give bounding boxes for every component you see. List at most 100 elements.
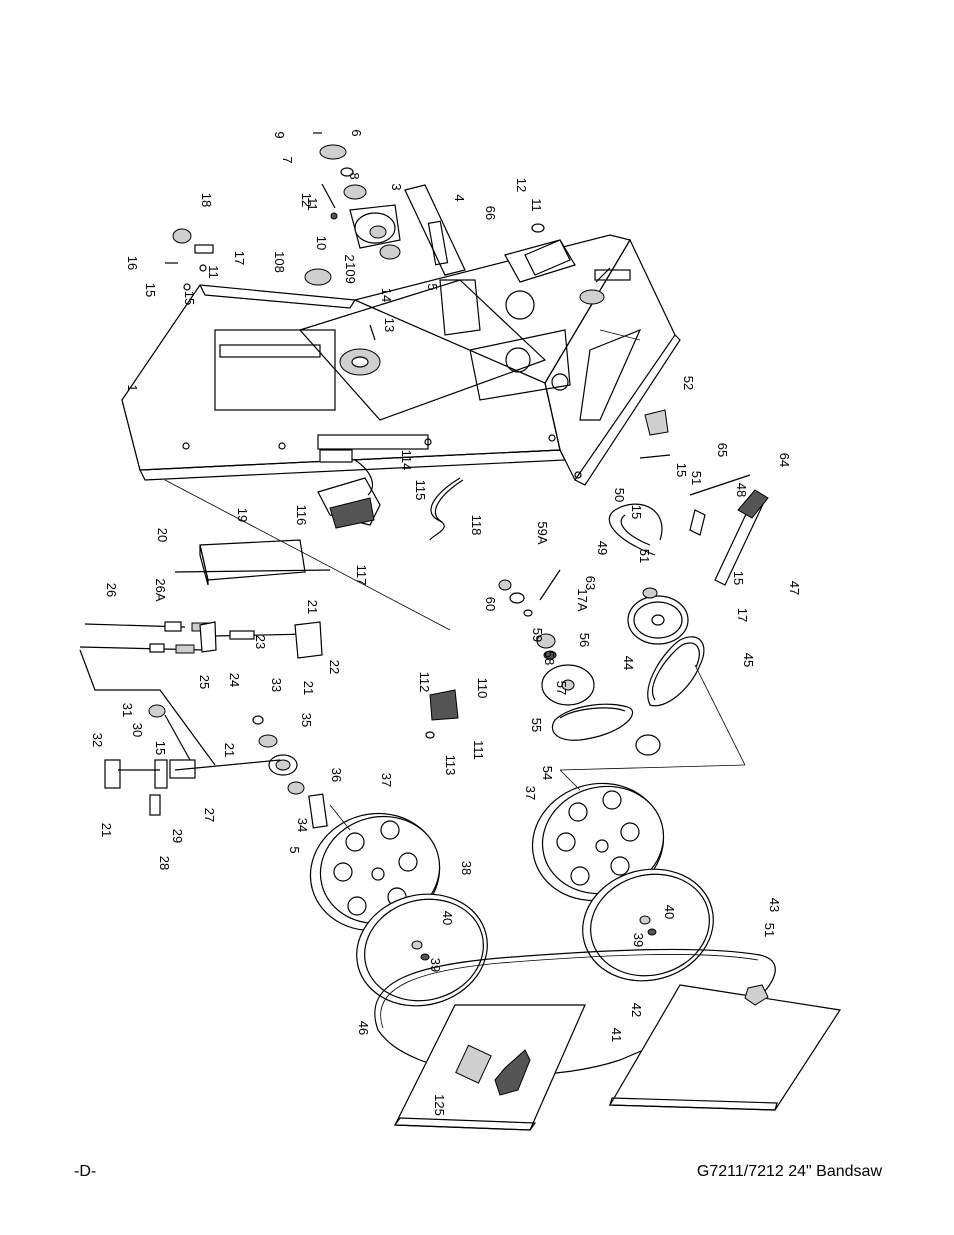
callout-59: 59: [530, 628, 545, 642]
callout-9: 9: [272, 131, 287, 138]
callout-47: 47: [787, 581, 802, 595]
callout-116: 116: [294, 505, 309, 526]
bracket-66: [504, 223, 576, 283]
callout-5: 5: [287, 846, 302, 853]
callout-15: 15: [143, 283, 158, 297]
callout-40: 40: [662, 905, 677, 919]
callout-125: 125: [432, 1094, 447, 1116]
callout-64: 64: [777, 453, 792, 467]
callout-29: 29: [170, 829, 185, 843]
callout-112: 112: [417, 672, 432, 693]
linkage-22: [199, 621, 323, 659]
callout-26A: 26A: [153, 578, 168, 601]
tire-38-upper: [356, 893, 488, 1007]
door-42: [608, 984, 842, 1111]
callout-38: 38: [459, 861, 474, 875]
tire-38-lower: [582, 868, 714, 982]
callout-46: 46: [356, 1021, 371, 1035]
lower-left-assembly: [79, 649, 328, 829]
callout-41: 41: [609, 1028, 624, 1042]
callout-63: 63: [583, 576, 598, 590]
callout-15: 15: [674, 463, 689, 477]
callout-55: 55: [529, 718, 544, 732]
callout-6: 6: [349, 129, 364, 136]
callout-11: 11: [529, 198, 544, 212]
bracket-111: [425, 689, 459, 739]
callout-37: 37: [523, 786, 538, 800]
callout-17: 17: [232, 251, 247, 265]
callout-30: 30: [130, 723, 145, 737]
callout-110: 110: [475, 678, 490, 699]
callout-117: 117: [354, 565, 369, 586]
callout-59A: 59A: [535, 521, 550, 544]
callout-4: 4: [452, 194, 467, 201]
callout-32: 32: [90, 733, 105, 747]
callout-56: 56: [577, 633, 592, 647]
callout-45: 45: [741, 653, 756, 667]
callout-12: 12: [299, 193, 314, 207]
callout-115: 115: [413, 480, 428, 501]
callout-34: 34: [295, 818, 310, 832]
callout-52: 52: [681, 376, 696, 390]
callout-labels: 1234556789101111111212131415151515151516…: [90, 129, 802, 1115]
callout-42: 42: [629, 1003, 644, 1017]
callout-18: 18: [199, 193, 214, 207]
callout-15: 15: [731, 571, 746, 585]
callout-15: 15: [153, 741, 168, 755]
callout-51: 51: [689, 471, 704, 485]
callout-11: 11: [305, 197, 320, 211]
callout-8: 8: [347, 172, 362, 179]
callout-49: 49: [595, 541, 610, 555]
motor-116: [317, 449, 381, 529]
callout-7: 7: [280, 156, 295, 163]
callout-51: 51: [762, 923, 777, 937]
callout-39: 39: [631, 933, 646, 947]
callout-24: 24: [227, 673, 242, 687]
callout-20: 20: [155, 528, 170, 542]
callout-36: 36: [329, 768, 344, 782]
callout-15: 15: [629, 505, 644, 519]
knob-52: [644, 409, 669, 436]
callout-23: 23: [253, 635, 268, 649]
motor-pulley-assembly: [498, 454, 769, 756]
callout-65: 65: [715, 443, 730, 457]
callout-13: 13: [382, 318, 397, 332]
callout-118: 118: [469, 515, 484, 536]
callout-37: 37: [379, 773, 394, 787]
page-number: -D-: [74, 1163, 97, 1180]
callout-57: 57: [554, 681, 569, 695]
callout-5: 5: [425, 283, 440, 290]
callout-113: 113: [443, 755, 458, 776]
leader-lines: [164, 479, 746, 831]
callout-19: 19: [235, 508, 250, 522]
callout-58: 58: [542, 651, 557, 665]
callout-15: 15: [182, 291, 197, 305]
callout-40: 40: [440, 911, 455, 925]
callout-54: 54: [540, 766, 555, 780]
callout-48: 48: [734, 483, 749, 497]
upper-shaft-assembly: [313, 132, 466, 276]
callout-35: 35: [299, 713, 314, 727]
callout-108: 108: [272, 251, 287, 273]
cabinet-frame: [121, 234, 681, 486]
door-41: [393, 1004, 586, 1131]
callout-66: 66: [483, 206, 498, 220]
callout-14: 14: [379, 288, 394, 302]
callout-22: 22: [327, 660, 342, 674]
callout-33: 33: [269, 678, 284, 692]
callout-31: 31: [120, 703, 135, 717]
callout-10: 10: [314, 236, 329, 250]
callout-12: 12: [514, 178, 529, 192]
callout-26: 26: [104, 583, 119, 597]
callout-11: 11: [206, 265, 221, 279]
document-title: G7211/7212 24" Bandsaw: [696, 1163, 882, 1180]
callout-3: 3: [389, 183, 404, 190]
callout-25: 25: [197, 675, 212, 689]
callout-1: 1: [125, 384, 140, 391]
callout-16: 16: [125, 256, 140, 270]
pulley-right-top: [579, 267, 611, 305]
callout-44: 44: [621, 656, 636, 670]
pulley-108: [304, 268, 381, 376]
callout-21: 21: [222, 743, 237, 757]
